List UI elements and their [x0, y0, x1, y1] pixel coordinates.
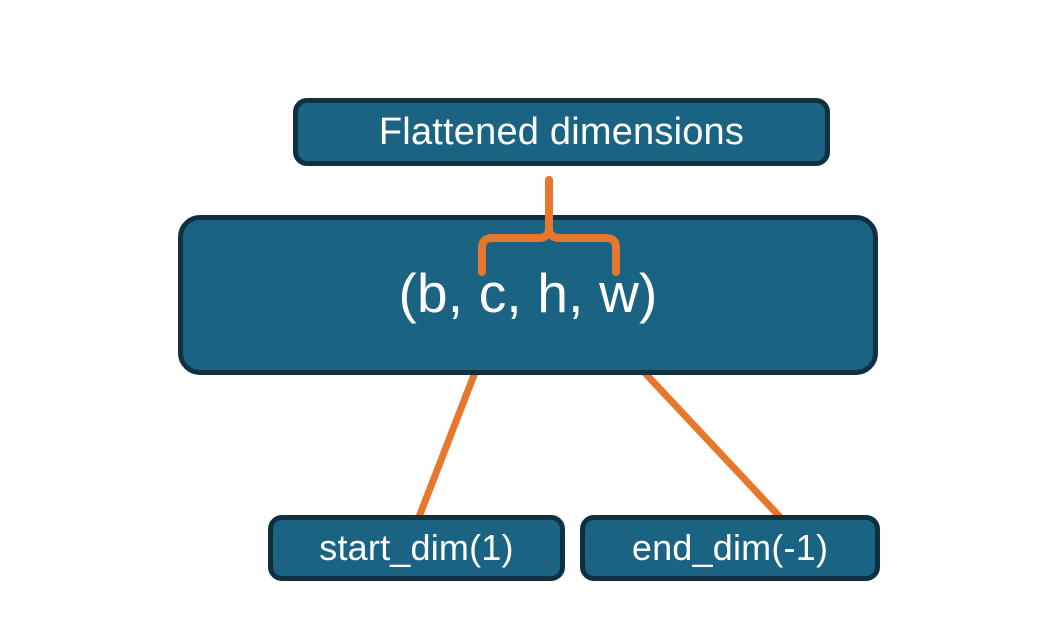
end-dim-label: end_dim(-1)	[631, 527, 829, 568]
start-dim-label: start_dim(1)	[319, 527, 514, 568]
start-dim-box[interactable]: start_dim(1)	[268, 515, 565, 581]
tensor-shape-label: (b, c, h, w)	[398, 261, 658, 324]
end-dim-box[interactable]: end_dim(-1)	[580, 515, 880, 581]
flattened-dimensions-label: Flattened dimensions	[378, 110, 745, 153]
flattened-dimensions-box[interactable]: Flattened dimensions	[293, 98, 830, 166]
tensor-shape-box[interactable]: (b, c, h, w)	[178, 215, 878, 375]
